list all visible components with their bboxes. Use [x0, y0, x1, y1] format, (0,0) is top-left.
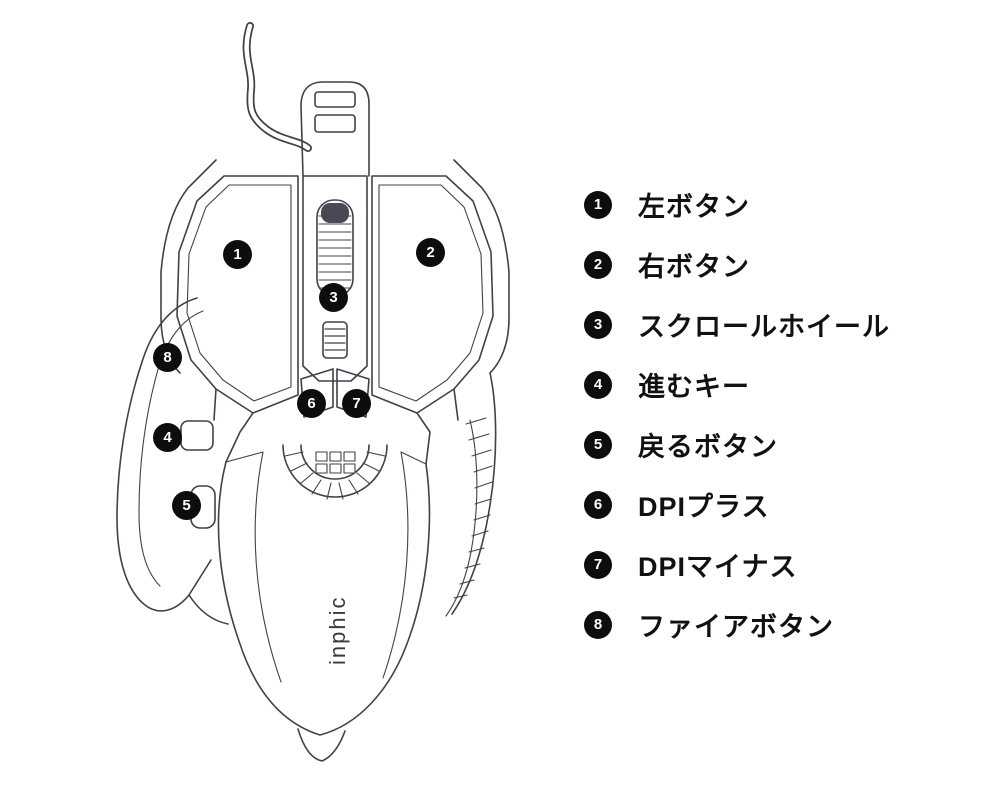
- legend-label-6: DPIプラス: [638, 492, 770, 522]
- legend: 1 左ボタン 2 右ボタン 3 スクロールホイール 4 進むキー 5 戻るボタン…: [584, 190, 890, 670]
- legend-badge-8: 8: [584, 610, 612, 639]
- mouse-callout-2: 2: [416, 238, 445, 267]
- left-button: [176, 175, 299, 414]
- legend-badge-4: 4: [584, 370, 612, 399]
- right-grip-ribs: [445, 372, 497, 617]
- legend-badge-3: 3: [584, 310, 612, 339]
- legend-label-2: 右ボタン: [638, 252, 750, 282]
- mouse-callout-8: 8: [153, 343, 182, 372]
- mouse-callout-1: 1: [223, 240, 252, 269]
- body-joints: [213, 388, 459, 465]
- legend-badge-1: 1: [584, 190, 612, 219]
- thumb-rest-wing: [116, 297, 229, 625]
- legend-row-4: 4 進むキー: [584, 370, 890, 402]
- mouse-callout-6: 6: [297, 389, 326, 418]
- center-column: [302, 175, 368, 382]
- legend-label-8: ファイアボタン: [638, 612, 834, 642]
- mouse-line-art: inphic: [116, 22, 510, 762]
- front-connector: [300, 81, 370, 177]
- mouse-callout-3: 3: [319, 283, 348, 312]
- legend-label-3: スクロールホイール: [638, 312, 890, 342]
- cable: [242, 22, 312, 152]
- brand-text: inphic: [325, 596, 350, 665]
- center-dial: [282, 444, 388, 500]
- dpi-minus-button: [336, 368, 370, 418]
- legend-label-5: 戻るボタン: [638, 432, 778, 462]
- legend-row-3: 3 スクロールホイール: [584, 310, 890, 342]
- mouse-illustration: inphic 1 2 3 4 5 6 7 8: [116, 22, 510, 762]
- legend-row-5: 5 戻るボタン: [584, 430, 890, 462]
- mouse-callout-5: 5: [172, 491, 201, 520]
- palm-rest: [217, 451, 431, 762]
- legend-badge-7: 7: [584, 550, 612, 579]
- ridged-center-button: [322, 321, 348, 359]
- legend-row-8: 8 ファイアボタン: [584, 610, 890, 642]
- right-button: [371, 175, 494, 414]
- legend-label-7: DPIマイナス: [638, 552, 798, 582]
- right-shell-edge: [453, 159, 510, 374]
- legend-row-2: 2 右ボタン: [584, 250, 890, 282]
- legend-label-1: 左ボタン: [638, 192, 750, 222]
- legend-badge-2: 2: [584, 250, 612, 279]
- legend-label-4: 進むキー: [638, 372, 750, 402]
- legend-row-1: 1 左ボタン: [584, 190, 890, 222]
- legend-row-7: 7 DPIマイナス: [584, 550, 890, 582]
- mouse-callout-7: 7: [342, 389, 371, 418]
- legend-badge-5: 5: [584, 430, 612, 459]
- mouse-callout-4: 4: [153, 423, 182, 452]
- scroll-wheel: [316, 199, 354, 297]
- legend-row-6: 6 DPIプラス: [584, 490, 890, 522]
- legend-badge-6: 6: [584, 490, 612, 519]
